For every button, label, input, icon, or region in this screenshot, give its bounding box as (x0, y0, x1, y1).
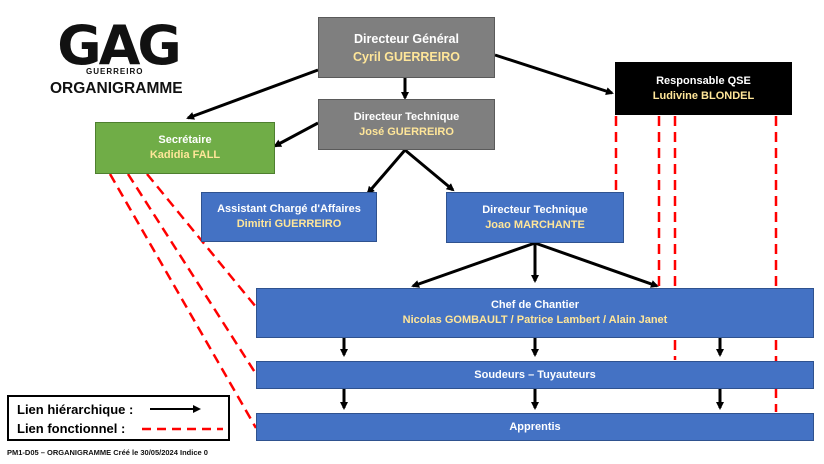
node-directeur-general: Directeur Général Cyril GUERREIRO (318, 17, 495, 78)
node-role: Directeur Technique (353, 110, 460, 123)
link-dt2-chef-left (411, 241, 536, 288)
link-dt2-chef-right (534, 241, 659, 288)
node-name: José GUERREIRO (359, 125, 454, 138)
node-secretaire: Secrétaire Kadidia FALL (95, 122, 275, 174)
link-dg-qse (494, 53, 614, 95)
node-role: Soudeurs – Tuyauteurs (474, 368, 596, 381)
node-role: Chef de Chantier (490, 299, 579, 311)
gag-logo: GAG (58, 16, 178, 72)
node-name: Cyril GUERREIRO (353, 49, 460, 64)
node-role: Directeur Général (354, 31, 459, 46)
node-role: Responsable QSE (656, 74, 751, 87)
node-assistant-charge-affaires: Assistant Chargé d'Affaires Dimitri GUER… (201, 192, 377, 242)
legend-samples (142, 405, 223, 431)
legend: Lien hiérarchique : Lien fonctionnel : (7, 395, 230, 441)
func-sec-appr (108, 173, 258, 429)
node-role: Secrétaire (158, 134, 212, 146)
link-dt1-dt2 (404, 148, 455, 192)
node-role: Directeur Technique (482, 203, 588, 216)
node-responsable-qse: Responsable QSE Ludivine BLONDEL (615, 62, 792, 115)
legend-functional: Lien fonctionnel : (17, 421, 126, 436)
node-directeur-technique-1: Directeur Technique José GUERREIRO (318, 99, 495, 150)
node-name: Dimitri GUERREIRO (236, 218, 342, 230)
node-role: Assistant Chargé d'Affaires (217, 203, 361, 215)
link-dt1-aca (366, 149, 407, 195)
node-name: Joao MARCHANTE (485, 218, 585, 231)
func-sec-soud (126, 173, 258, 375)
footer-reference: PM1-D05 – ORGANIGRAMME Créé le 30/05/202… (7, 448, 208, 457)
svg-text:GAG: GAG (58, 16, 178, 72)
node-soudeurs-tuyauteurs: Soudeurs – Tuyauteurs (256, 361, 814, 389)
node-role: Apprentis (509, 420, 561, 433)
node-apprentis: Apprentis (256, 413, 814, 441)
node-name: Ludivine BLONDEL (652, 89, 755, 102)
node-chef-de-chantier: Chef de Chantier Nicolas GOMBAULT / Patr… (256, 288, 814, 338)
link-dt1-sec (273, 121, 319, 148)
node-name: Nicolas GOMBAULT / Patrice Lambert / Ala… (402, 314, 668, 326)
page-title: ORGANIGRAMME (50, 80, 183, 97)
node-name: Kadidia FALL (149, 149, 221, 161)
node-directeur-technique-2: Directeur Technique Joao MARCHANTE (446, 192, 624, 243)
legend-hierarchical: Lien hiérarchique : (17, 402, 134, 417)
link-dg-sec (186, 68, 319, 120)
logo-subtitle: GUERREIRO (86, 67, 144, 76)
